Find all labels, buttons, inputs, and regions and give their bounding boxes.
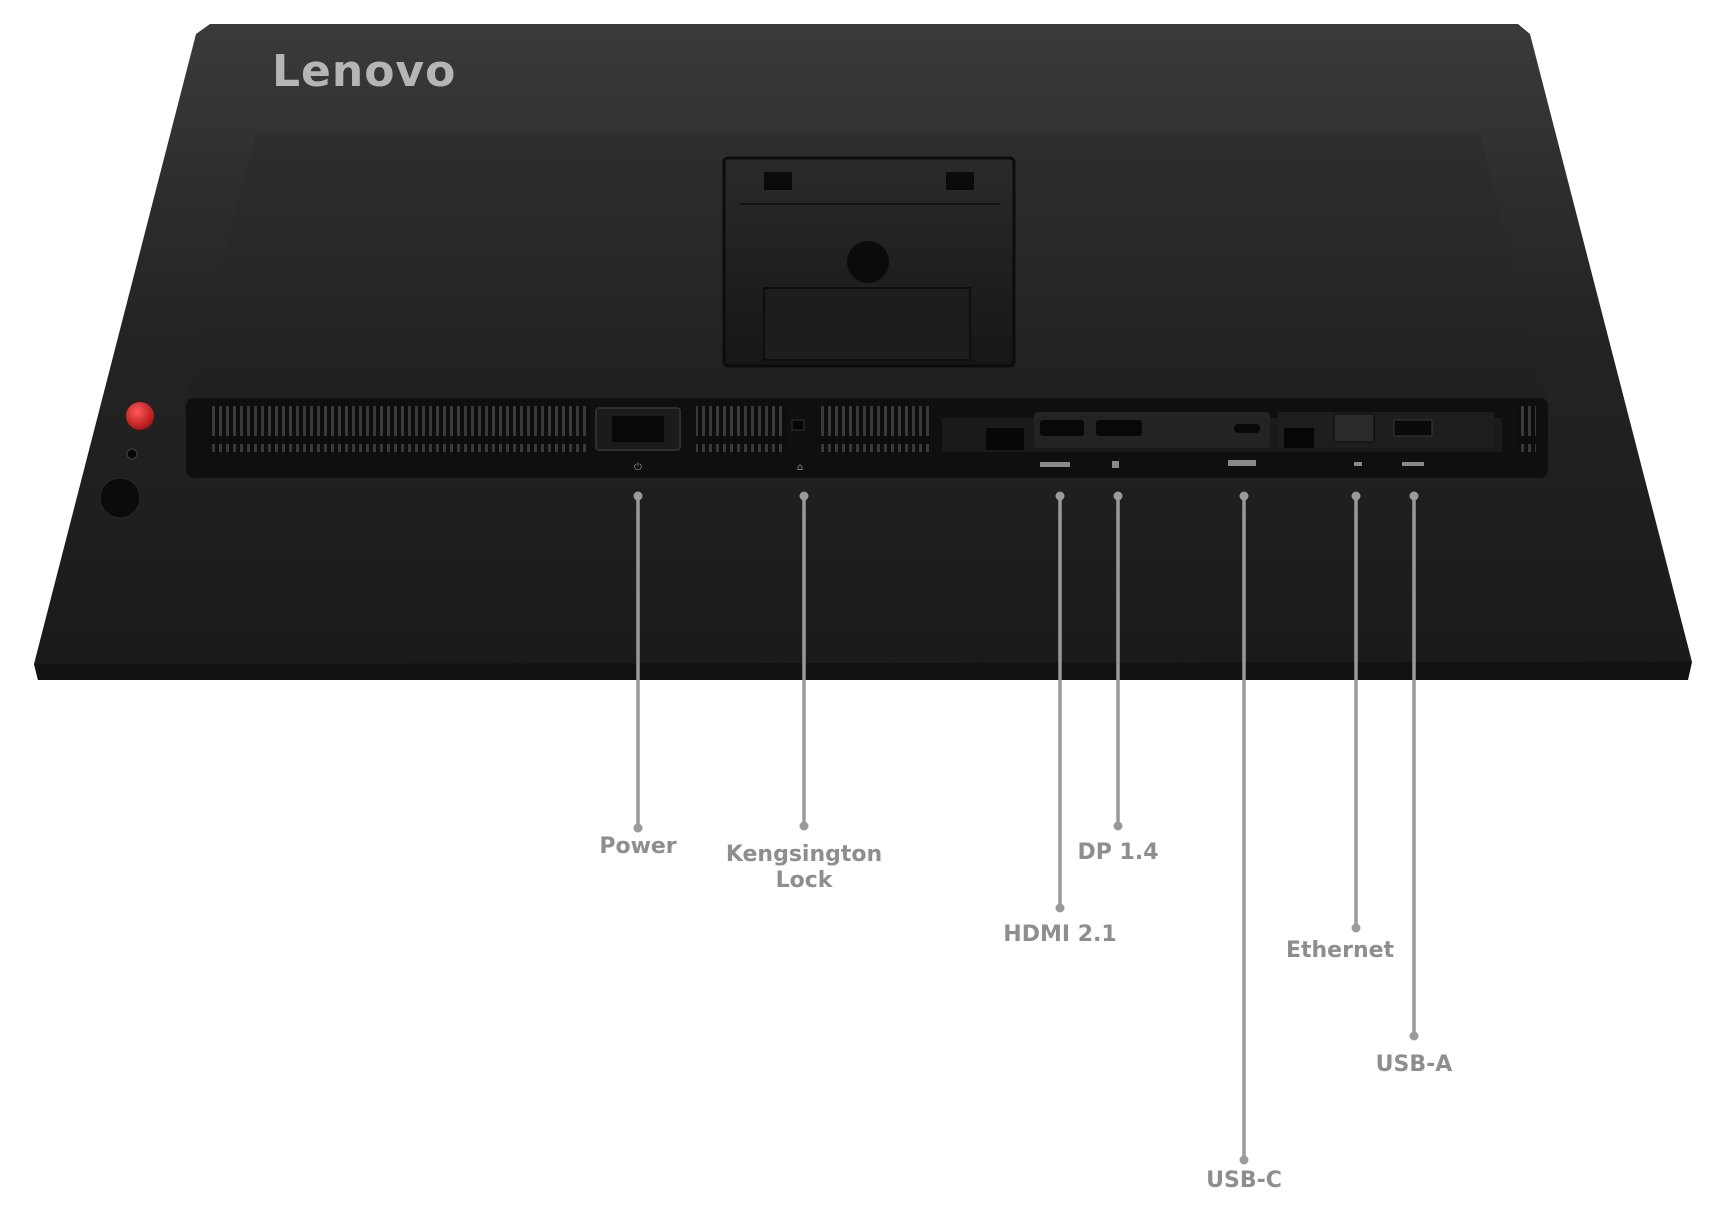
indicator-led [126, 448, 138, 460]
power-label: Power [599, 834, 677, 859]
displayport-icon [1112, 461, 1119, 468]
joystick-controls [99, 402, 154, 519]
lenovo-logo: Lenovo [272, 46, 457, 97]
ethernet-port [1333, 413, 1375, 443]
usb-c-port [1234, 424, 1260, 433]
power-icon: ⏻ [634, 462, 642, 473]
monitor-bottom-edge [34, 662, 1692, 680]
hdmi-label: HDMI 2.1 [1003, 922, 1117, 947]
ethernet-icon [1354, 462, 1362, 466]
usb-a-label: USB-A [1375, 1052, 1453, 1077]
callout-lines [633, 491, 1419, 1165]
joystick-button [126, 402, 154, 430]
lock-icon: ⌂ [797, 462, 803, 473]
video-port-block [942, 412, 1502, 452]
ethernet-callout-end-dot [1351, 923, 1361, 933]
hdmi-port [1040, 420, 1084, 436]
usb-c-callout-end-dot [1239, 1155, 1249, 1165]
usb-c-icon [1228, 460, 1256, 466]
displayport-callout-start-dot [1113, 491, 1123, 501]
usb-a-callout-end-dot [1409, 1031, 1419, 1041]
power-button [99, 477, 141, 519]
displayport-callout-end-dot [1113, 821, 1123, 831]
port-rail [186, 398, 1548, 478]
kensington-lock-callout-end-dot [799, 821, 809, 831]
displayport-port [1096, 420, 1142, 436]
kensington-lock-callout-start-dot [799, 491, 809, 501]
power-port [595, 407, 681, 451]
usb-a-callout-start-dot [1409, 491, 1419, 501]
usb-a-icon [1402, 462, 1424, 466]
displayport-label: DP 1.4 [1077, 840, 1159, 865]
kensington-lock-slot [791, 419, 805, 431]
usb-c-label: USB-C [1206, 1168, 1282, 1193]
power-callout-end-dot [633, 823, 643, 833]
hdmi-icon [1040, 462, 1070, 467]
usb-a-port [1393, 419, 1433, 437]
vesa-mount-plate [722, 156, 1016, 368]
usb-c-callout-start-dot [1239, 491, 1249, 501]
ethernet-callout-start-dot [1351, 491, 1361, 501]
ethernet-label: Ethernet [1285, 938, 1395, 963]
port-symbol-row: ⏻ ⌂ [634, 460, 1424, 473]
hdmi-callout-end-dot [1055, 903, 1065, 913]
power-callout-start-dot [633, 491, 643, 501]
hdmi-callout-start-dot [1055, 491, 1065, 501]
